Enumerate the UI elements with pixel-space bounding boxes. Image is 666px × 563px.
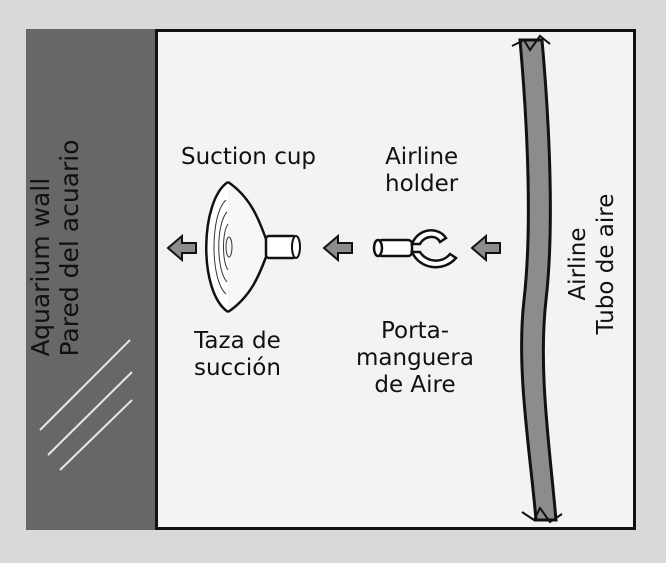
suction-cup-label-es: Taza de succión xyxy=(194,328,281,382)
wall-reflection-lines xyxy=(39,339,133,471)
airline-holder-label-es-line1: Porta- xyxy=(381,318,449,344)
airline-holder-label-es: Porta- manguera de Aire xyxy=(348,318,482,399)
airline-label: Airline Tubo de aire xyxy=(564,194,620,335)
arrow-left-icon xyxy=(322,233,353,263)
arrow-left-icon xyxy=(470,233,501,263)
suction-cup-icon xyxy=(205,180,301,314)
airline-holder-label-en-line2: holder xyxy=(385,171,459,197)
aquarium-wall xyxy=(26,29,158,530)
suction-cup-label-es-line2: succión xyxy=(194,355,281,381)
airline-holder-label-en-line1: Airline xyxy=(385,144,459,170)
wall-label-en: Aquarium wall xyxy=(26,177,55,357)
wall-label-es: Pared del acuario xyxy=(55,139,84,357)
suction-cup-label-es-line1: Taza de xyxy=(194,328,281,354)
airline-tube xyxy=(511,34,563,524)
airline-holder-label-es-line3: de Aire xyxy=(374,372,456,398)
suction-cup-label-en: Suction cup xyxy=(181,144,317,170)
airline-holder-icon xyxy=(372,229,458,269)
airline-label-en: Airline xyxy=(565,227,591,301)
airline-holder-label-en: Airline holder xyxy=(385,144,458,198)
aquarium-wall-label: Aquarium wall Pared del acuario xyxy=(26,139,84,356)
airline-holder-label-es-line2: manguera xyxy=(356,345,474,371)
airline-label-es: Tubo de aire xyxy=(593,193,619,335)
arrow-left-icon xyxy=(166,233,197,263)
